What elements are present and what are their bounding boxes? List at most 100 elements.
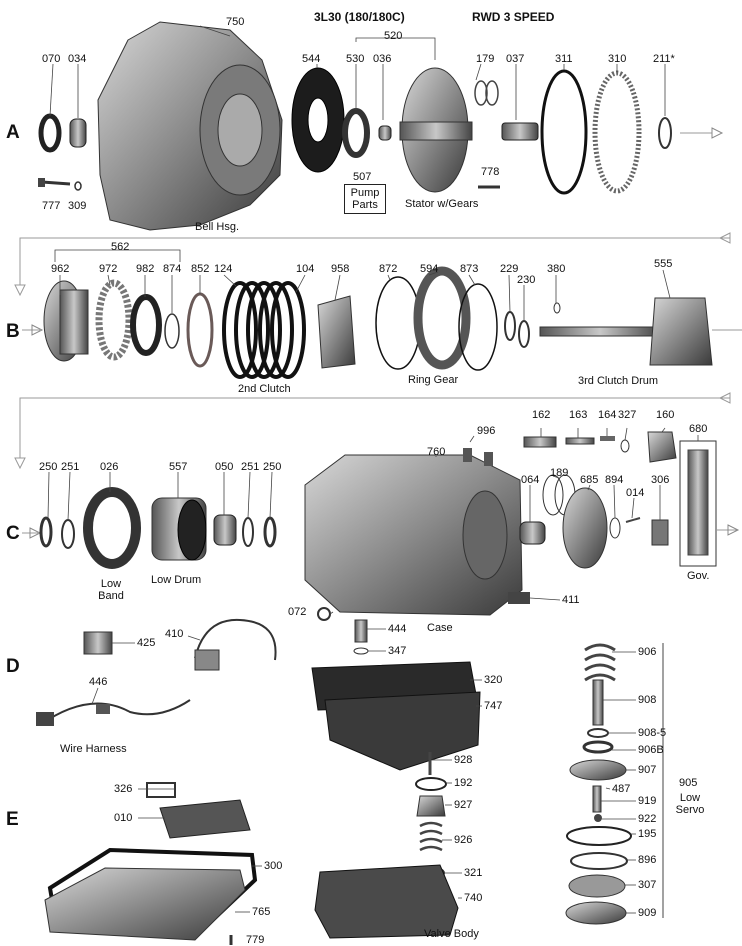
output-685	[562, 487, 608, 569]
washer-251a	[61, 519, 75, 549]
ring-211	[658, 117, 672, 149]
part-922: 922	[638, 813, 657, 825]
caption-ring-gear: Ring Gear	[408, 374, 459, 386]
part-908: 908	[638, 694, 657, 706]
ring-179b	[485, 80, 499, 106]
part-229: 229	[500, 263, 519, 275]
cover-909	[565, 901, 627, 925]
part-972: 972	[99, 263, 118, 275]
caption-case: Case	[427, 622, 453, 634]
oring-894	[609, 517, 621, 539]
part-685: 685	[580, 474, 599, 486]
part-411: 411	[562, 594, 580, 606]
part-927: 927	[454, 799, 473, 811]
shaft-037	[501, 122, 539, 141]
part-320: 320	[484, 674, 503, 686]
part-520: 520	[384, 30, 403, 42]
part-326: 326	[114, 783, 133, 795]
part-230: 230	[517, 274, 536, 286]
bolt-777	[41, 180, 71, 186]
row-label-d: D	[6, 656, 20, 677]
oring-072	[317, 607, 331, 621]
harness-410	[194, 618, 277, 661]
governor-680	[687, 449, 709, 556]
caption-low-band: Low Band	[98, 578, 124, 602]
oring-309	[74, 181, 82, 191]
part-905: 905	[679, 777, 698, 789]
row-label-a: A	[6, 122, 20, 143]
part-050: 050	[215, 461, 234, 473]
flow-arrow-b-c	[14, 392, 731, 470]
part-162: 162	[532, 409, 551, 421]
ring-195	[566, 826, 632, 846]
caption-governor: Gov.	[687, 570, 710, 582]
ring-gear-594	[413, 266, 471, 370]
spring-926	[419, 821, 443, 852]
part-740: 740	[464, 892, 483, 904]
caption-bell-housing: Bell Hsg.	[195, 221, 240, 233]
part-982: 982	[136, 263, 155, 275]
plate-747	[324, 691, 481, 771]
caption-low-servo: Low Servo	[675, 792, 705, 816]
seal-070	[38, 113, 62, 153]
part-410: 410	[165, 628, 184, 640]
pan-765	[44, 867, 246, 941]
plate-010	[159, 799, 251, 839]
part-160: 160	[656, 409, 675, 421]
part-250-right: 250	[263, 461, 282, 473]
pin-908	[592, 679, 604, 726]
transmission-type: RWD 3 SPEED	[472, 10, 555, 24]
part-996: 996	[477, 425, 496, 437]
leader-lines	[47, 25, 699, 914]
part-962: 962	[51, 263, 70, 275]
part-906: 906	[638, 646, 657, 658]
part-425: 425	[137, 637, 156, 649]
part-309: 309	[68, 200, 87, 212]
wire-harness-446	[39, 699, 191, 726]
valve-162	[523, 436, 557, 448]
part-446: 446	[89, 676, 108, 688]
ring-192	[415, 777, 447, 791]
part-555: 555	[654, 258, 673, 270]
part-747: 747	[484, 700, 503, 712]
part-195: 195	[638, 828, 657, 840]
part-251-right: 251	[241, 461, 260, 473]
part-750: 750	[226, 16, 245, 28]
third-clutch-drum-555	[649, 297, 713, 366]
part-311: 311	[555, 53, 573, 65]
part-765: 765	[252, 906, 271, 918]
model-title: 3L30 (180/180C)	[314, 10, 405, 24]
washer-251b	[242, 517, 254, 547]
part-779: 779	[246, 934, 265, 946]
part-926: 926	[454, 834, 473, 846]
shaft-555	[539, 326, 661, 337]
part-064: 064	[521, 474, 540, 486]
valve-163	[565, 437, 595, 445]
part-310: 310	[608, 53, 627, 65]
part-010: 010	[114, 812, 133, 824]
part-958: 958	[331, 263, 350, 275]
part-300: 300	[264, 860, 283, 872]
retainer-982	[130, 294, 162, 356]
part-777: 777	[42, 200, 61, 212]
part-307: 307	[638, 879, 657, 891]
part-163: 163	[569, 409, 588, 421]
part-908-5: 908-5	[638, 727, 667, 739]
part-179: 179	[476, 53, 495, 65]
part-557: 557	[169, 461, 188, 473]
part-164: 164	[598, 409, 617, 421]
part-070: 070	[42, 53, 61, 65]
ring-908-5	[587, 728, 609, 738]
part-760: 760	[427, 446, 446, 458]
bushing-034	[69, 118, 87, 148]
low-servo-stack	[565, 643, 632, 925]
spring-906	[584, 643, 616, 682]
clutch-pack-2nd	[222, 281, 306, 379]
case-760	[304, 454, 523, 616]
ring-872	[375, 276, 421, 370]
part-306: 306	[651, 474, 670, 486]
row-label-e: E	[6, 809, 19, 830]
part-189: 189	[550, 467, 569, 479]
part-444: 444	[388, 623, 407, 635]
row-c-parts	[22, 431, 740, 655]
